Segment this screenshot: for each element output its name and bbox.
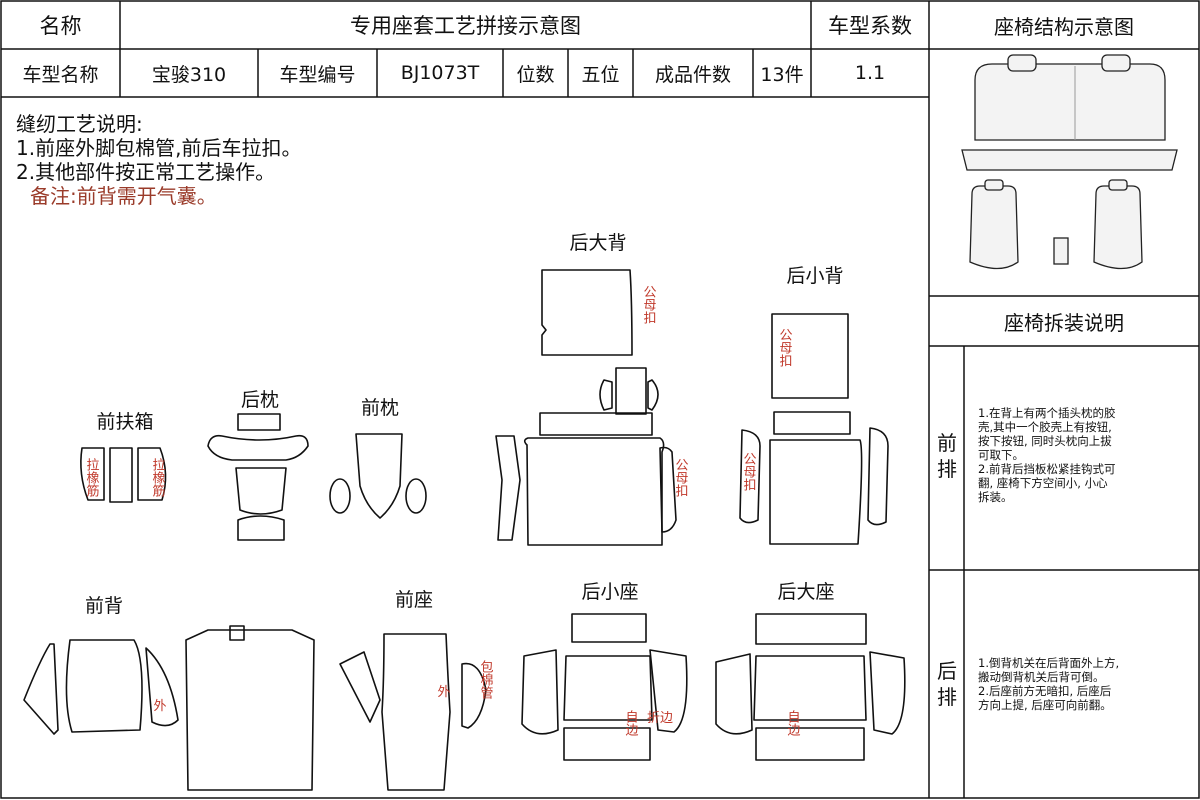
- piece-front-back-rear: [185, 629, 315, 791]
- armrest: [1053, 237, 1069, 265]
- piece-armrest-right: [137, 447, 167, 501]
- seats-value: 五位: [581, 63, 620, 86]
- piece-back-rest-large-strip: [615, 367, 647, 415]
- front-row-label: 前 排: [937, 431, 957, 481]
- elastic-mark-2: 拉橡筋: [150, 458, 166, 497]
- rear-headrest-right: [1101, 54, 1131, 72]
- piece-headrest-rear-strip: [237, 413, 281, 431]
- model-name-label: 车型名称: [22, 63, 99, 86]
- cotton-tube-mark: 包棉管: [478, 660, 494, 700]
- label-front-back: 前背: [85, 595, 123, 617]
- piece-headrest-rear-main: [235, 467, 287, 515]
- piece-front-back-rear-tab: [229, 625, 245, 641]
- piece-back-rest-large-side-right: [659, 446, 677, 533]
- outer-mark-2: 外: [437, 685, 450, 700]
- label-headrest-front: 前枕: [361, 397, 399, 419]
- piece-front-seat-side-right: [461, 662, 487, 729]
- seats-label: 位数: [516, 63, 555, 86]
- label-headrest-rear: 后枕: [241, 389, 279, 411]
- piece-back-rest-large-flap-left: [599, 379, 613, 411]
- piece-armrest-top: [109, 447, 133, 503]
- front-headrest-right: [1108, 179, 1128, 191]
- piece-rear-seat-large-side-left: [715, 653, 753, 735]
- piece-front-seat-main: [381, 633, 451, 791]
- notes-line-1: 1.前座外脚包棉管,前后车拉扣。: [16, 136, 302, 160]
- piece-headrest-front-side-right: [405, 478, 427, 514]
- piece-armrest-left: [80, 447, 105, 501]
- piece-rear-seat-large-bottom: [755, 727, 865, 761]
- piece-back-rest-large-band: [539, 412, 653, 436]
- piece-headrest-front-side-left: [329, 478, 351, 514]
- elastic-mark-1: 拉橡筋: [84, 458, 100, 497]
- rear-bench-cushion: [961, 149, 1178, 171]
- pieces-label: 成品件数: [654, 63, 731, 86]
- piece-front-seat-side-left: [339, 651, 381, 723]
- coef-label: 车型系数: [828, 14, 912, 38]
- coef-value: 1.1: [854, 62, 886, 84]
- disassembly-title: 座椅拆装说明: [1004, 310, 1124, 335]
- piece-back-rest-small-side-right: [867, 427, 889, 526]
- piece-front-back-main: [65, 639, 143, 733]
- piece-rear-seat-small-band: [571, 613, 647, 643]
- rear-headrest-left: [1007, 54, 1037, 72]
- piece-rear-seat-large-side-right: [869, 651, 906, 735]
- notes-remark: 备注:前背需开气囊。: [30, 184, 217, 208]
- piece-back-rest-large-panel: [541, 269, 633, 356]
- seat-structure-diagram: [961, 54, 1178, 270]
- model-code: BJ1073T: [400, 62, 480, 84]
- rear-row-label: 后 排: [937, 659, 957, 709]
- label-rear-seat-large: 后大座: [777, 581, 834, 603]
- piece-rear-seat-large-main: [753, 655, 867, 721]
- snap-mark-4: 公母扣: [741, 452, 757, 491]
- structure-title: 座椅结构示意图: [994, 14, 1134, 39]
- notes-line-2: 2.其他部件按正常工艺操作。: [16, 160, 276, 184]
- piece-back-rest-small-main: [769, 439, 863, 545]
- outer-mark-1: 外: [153, 699, 166, 714]
- pieces-value: 13件: [760, 63, 804, 86]
- front-row-instructions: 1.在背上有两个插头枕的胶 壳,其中一个胶壳上有按钮, 按下按钮, 同时头枕向上…: [978, 406, 1116, 504]
- label-back-rest-small: 后小背: [786, 265, 843, 287]
- piece-rear-seat-small-main: [563, 655, 653, 721]
- model-name: 宝骏310: [151, 63, 227, 86]
- model-code-label: 车型编号: [279, 63, 356, 86]
- piece-back-rest-small-band: [773, 411, 851, 435]
- snap-mark-2: 公母扣: [673, 458, 689, 497]
- piece-back-rest-large-main: [523, 437, 665, 546]
- piece-headrest-rear-bottom: [237, 515, 285, 541]
- self-edge-mark-1: 自边: [623, 710, 639, 737]
- sheet-title: 专用座套工艺拼接示意图: [350, 14, 581, 38]
- piece-back-rest-small-side-left: [739, 429, 761, 524]
- piece-rear-seat-small-bottom: [563, 727, 651, 761]
- rear-bench-back: [974, 63, 1166, 141]
- label-armrest-front: 前扶箱: [96, 411, 153, 433]
- front-seat-right: [1093, 185, 1143, 270]
- snap-mark-3: 公母扣: [777, 328, 793, 367]
- rear-row-instructions: 1.倒背机关在后背面外上方, 搬动倒背机关后背可倒。 2.后座前方无暗扣, 后座…: [978, 656, 1120, 712]
- label-front-seat: 前座: [395, 589, 433, 611]
- label-rear-seat-small: 后小座: [581, 581, 638, 603]
- snap-mark-1: 公母扣: [641, 285, 657, 324]
- self-edge-mark-2: 自边: [785, 710, 801, 737]
- piece-headrest-front-main: [355, 433, 403, 519]
- piece-rear-seat-large-band: [755, 613, 867, 645]
- piece-back-rest-small-panel: [771, 313, 849, 399]
- label-back-rest-large: 后大背: [569, 232, 626, 254]
- piece-front-back-side-right: [145, 647, 179, 727]
- piece-rear-seat-small-side-left: [521, 649, 559, 735]
- piece-front-back-side-left: [23, 643, 59, 735]
- front-headrest-left: [984, 179, 1004, 191]
- piece-headrest-rear-side: [207, 434, 309, 461]
- piece-rear-seat-small-side-right: [649, 649, 688, 733]
- fold-edge-mark: 折边: [647, 711, 673, 726]
- sewing-notes: 缝纫工艺说明: 1.前座外脚包棉管,前后车拉扣。 2.其他部件按正常工艺操作。 …: [16, 112, 301, 208]
- piece-back-rest-large-flap-right: [647, 379, 659, 411]
- notes-heading: 缝纫工艺说明:: [16, 112, 143, 136]
- front-seat-left: [969, 185, 1019, 270]
- name-label: 名称: [39, 14, 82, 38]
- piece-back-rest-large-side-left: [495, 435, 521, 541]
